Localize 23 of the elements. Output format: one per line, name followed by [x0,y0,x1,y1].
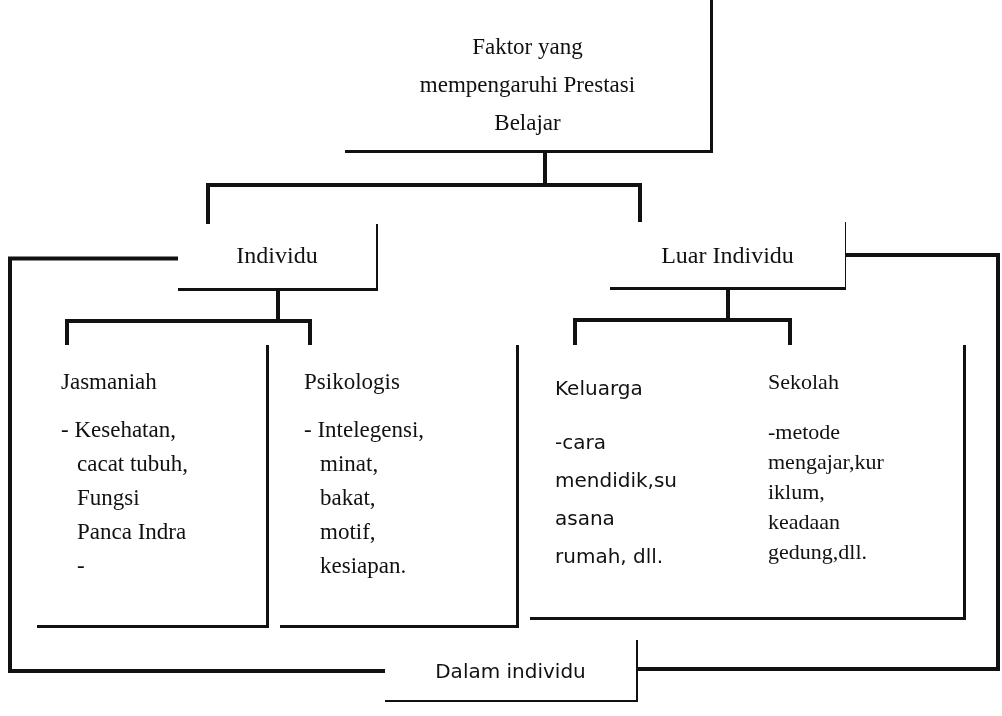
node-label: Dalam individu [434,658,587,684]
connector-line [726,290,792,345]
description-text: -metode mengajar,kur iklum, keadaan gedung,dll. [767,418,885,566]
connector-line [638,253,1000,671]
factor-box [280,345,519,628]
description-text: - Intelegensi, minat, bakat, motif, kesiapan. [303,416,426,580]
description-text: -cara mendidik,su asana rumah, dll. [554,429,678,570]
heading: Psikologis [303,368,401,396]
category-box [610,222,846,290]
heading: Sekolah [767,368,840,396]
label-box [385,640,638,702]
connector-line [8,256,385,673]
node-label: Faktor yang mempengaruhi Prestasi Belajar [418,33,637,137]
node-label: Individu [235,241,319,270]
title-box [345,0,713,153]
node-label: Luar Individu [660,241,795,270]
factor-box [37,345,269,628]
factor-group-box [530,345,966,620]
description-text: - Kesehatan, cacat tubuh, Fungsi Panca Indra - [60,416,190,580]
heading: Jasmaniah [60,368,158,396]
connector-line [276,291,312,345]
category-box [178,224,378,291]
heading: Keluarga [554,375,644,402]
